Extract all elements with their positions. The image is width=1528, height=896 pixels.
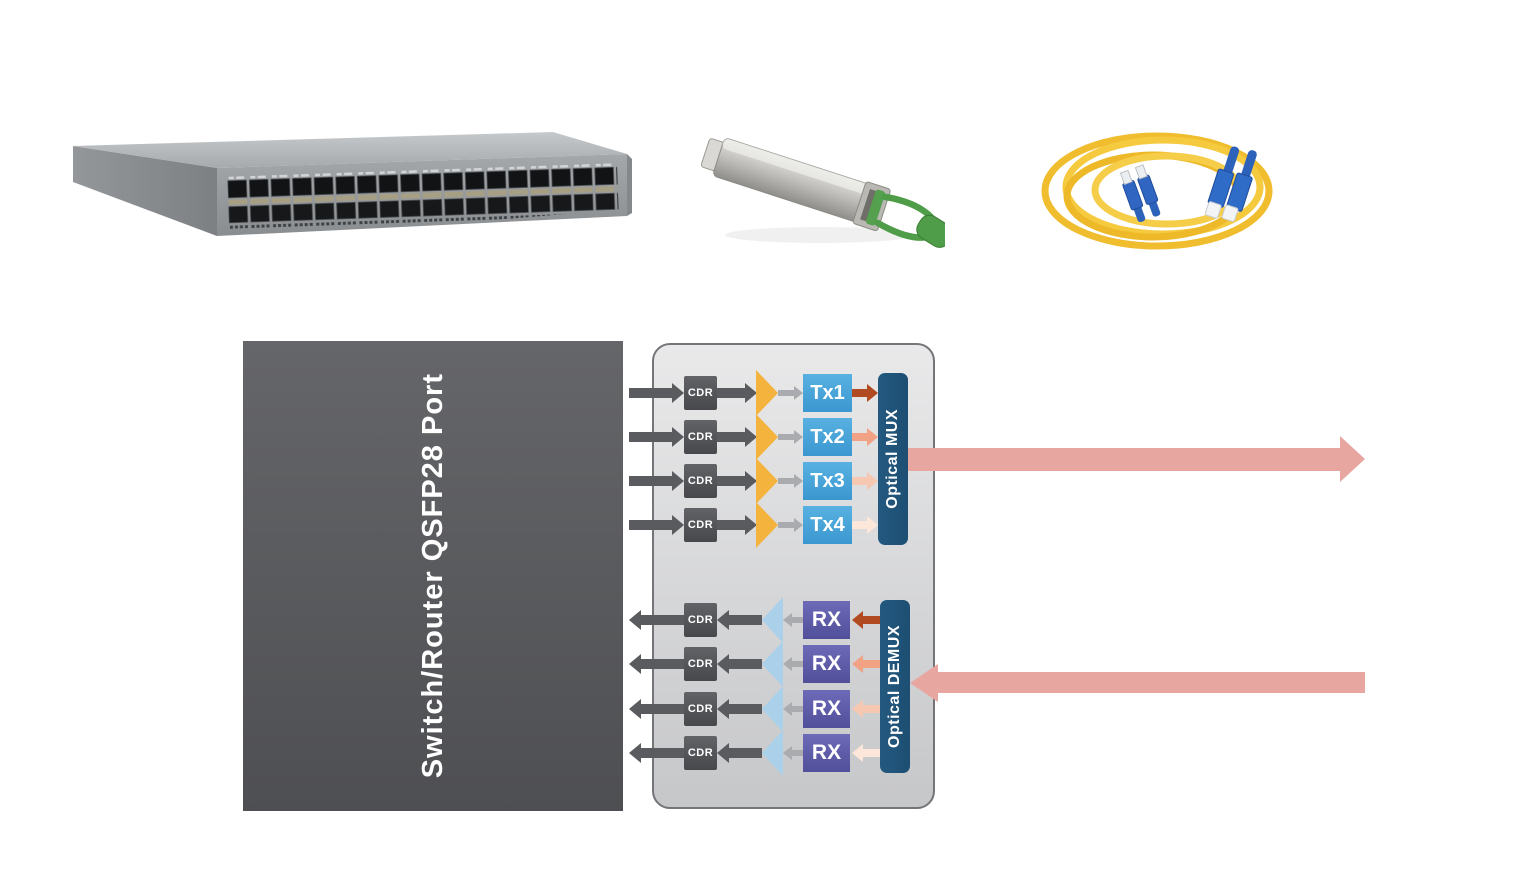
tx-block: Tx2: [803, 418, 852, 456]
electrical-output-arrow: [629, 610, 684, 630]
rx-to-amp-arrow: [783, 613, 803, 627]
amp-to-cdr-arrow: [717, 743, 762, 763]
tx-label: Tx3: [810, 469, 845, 492]
rx-label: RX: [811, 741, 842, 764]
cdr-to-driver-arrow: [717, 427, 757, 447]
rx-lane-4: CDR RX: [629, 730, 880, 776]
tx-label: Tx4: [810, 513, 845, 536]
cdr-label: CDR: [687, 614, 714, 626]
photodiode-triangle: [762, 686, 783, 732]
cdr-block: CDR: [684, 420, 717, 454]
rx-wavelength-arrow: [852, 744, 880, 762]
switch-right-cap: [627, 154, 632, 216]
tx-wavelength-arrow: [852, 516, 878, 534]
electrical-output-arrow: [629, 743, 684, 763]
electrical-input-arrow: [629, 383, 684, 403]
tx-lane-1: CDR Tx1: [629, 370, 880, 416]
host-port-box: Switch/Router QSFP28 Port: [243, 341, 623, 811]
tx-block: Tx1: [803, 374, 852, 412]
driver-to-tx-arrow: [778, 474, 803, 488]
host-port-label: Switch/Router QSFP28 Port: [416, 373, 449, 779]
fiber-rx-arrow: [910, 664, 1365, 702]
amp-to-cdr-arrow: [717, 699, 762, 719]
transceiver-pull-tab: [916, 214, 945, 248]
laser-driver-triangle: [756, 414, 778, 460]
cdr-block: CDR: [684, 508, 717, 542]
laser-driver-triangle: [756, 458, 778, 504]
tx-label: Tx2: [810, 425, 845, 448]
driver-to-tx-arrow: [778, 386, 803, 400]
photodiode-triangle: [762, 597, 783, 643]
rx-lane-1: CDR RX: [629, 597, 880, 643]
electrical-output-arrow: [629, 654, 684, 674]
rx-label: RX: [811, 608, 842, 631]
sc-connector-pair-right: [1204, 146, 1257, 222]
optical-mux: Optical MUX: [878, 373, 908, 545]
cdr-label: CDR: [687, 658, 714, 670]
tx-block: Tx4: [803, 506, 852, 544]
rx-lane-2: CDR RX: [629, 641, 880, 687]
amp-to-cdr-arrow: [717, 654, 762, 674]
optical-demux-label: Optical DEMUX: [886, 625, 903, 748]
electrical-input-arrow: [629, 427, 684, 447]
rx-to-amp-arrow: [783, 702, 803, 716]
rx-wavelength-arrow: [852, 700, 880, 718]
cdr-label: CDR: [687, 519, 714, 531]
rx-block: RX: [803, 690, 850, 728]
cdr-label: CDR: [687, 747, 714, 759]
laser-driver-triangle: [756, 502, 778, 548]
rx-lane-3: CDR RX: [629, 686, 880, 732]
switch-port-grid: [227, 162, 619, 232]
rx-block: RX: [803, 645, 850, 683]
tx-wavelength-arrow: [852, 472, 878, 490]
driver-to-tx-arrow: [778, 430, 803, 444]
cdr-block: CDR: [684, 736, 717, 770]
tx-wavelength-arrow: [852, 428, 878, 446]
switch-side-panel: [73, 146, 217, 236]
cdr-label: CDR: [687, 703, 714, 715]
sc-connector-pair-left: [1119, 164, 1161, 223]
photodiode-triangle: [762, 730, 783, 776]
cdr-block: CDR: [684, 647, 717, 681]
electrical-output-arrow: [629, 699, 684, 719]
rx-to-amp-arrow: [783, 746, 803, 760]
rx-block: RX: [803, 601, 850, 639]
cdr-label: CDR: [687, 431, 714, 443]
driver-to-tx-arrow: [778, 518, 803, 532]
rx-label: RX: [811, 652, 842, 675]
cdr-to-driver-arrow: [717, 383, 757, 403]
fiber-cable-photo: [1041, 132, 1273, 250]
cdr-block: CDR: [684, 464, 717, 498]
tx-lane-3: CDR Tx3: [629, 458, 880, 504]
cdr-block: CDR: [684, 603, 717, 637]
tx-wavelength-arrow: [852, 384, 878, 402]
tx-label: Tx1: [810, 381, 845, 404]
switch-photo: [73, 132, 632, 236]
tx-lane-2: CDR Tx2: [629, 414, 880, 460]
cdr-to-driver-arrow: [717, 515, 757, 535]
electrical-input-arrow: [629, 471, 684, 491]
switch-top-panel: [73, 132, 627, 168]
rx-wavelength-arrow: [852, 655, 880, 673]
cdr-label: CDR: [687, 387, 714, 399]
cdr-label: CDR: [687, 475, 714, 487]
optical-mux-label: Optical MUX: [884, 409, 901, 509]
rx-to-amp-arrow: [783, 657, 803, 671]
rx-block: RX: [803, 734, 850, 772]
cdr-to-driver-arrow: [717, 471, 757, 491]
rx-label: RX: [811, 697, 842, 720]
tx-lane-4: CDR Tx4: [629, 502, 880, 548]
optical-demux: Optical DEMUX: [880, 600, 910, 773]
electrical-input-arrow: [629, 515, 684, 535]
qsfp-transceiver-photo: [700, 138, 945, 248]
cdr-block: CDR: [684, 692, 717, 726]
amp-to-cdr-arrow: [717, 610, 762, 630]
fiber-tx-arrow: [908, 436, 1365, 482]
rx-wavelength-arrow: [852, 611, 880, 629]
tx-block: Tx3: [803, 462, 852, 500]
laser-driver-triangle: [756, 370, 778, 416]
cdr-block: CDR: [684, 376, 717, 410]
photodiode-triangle: [762, 641, 783, 687]
